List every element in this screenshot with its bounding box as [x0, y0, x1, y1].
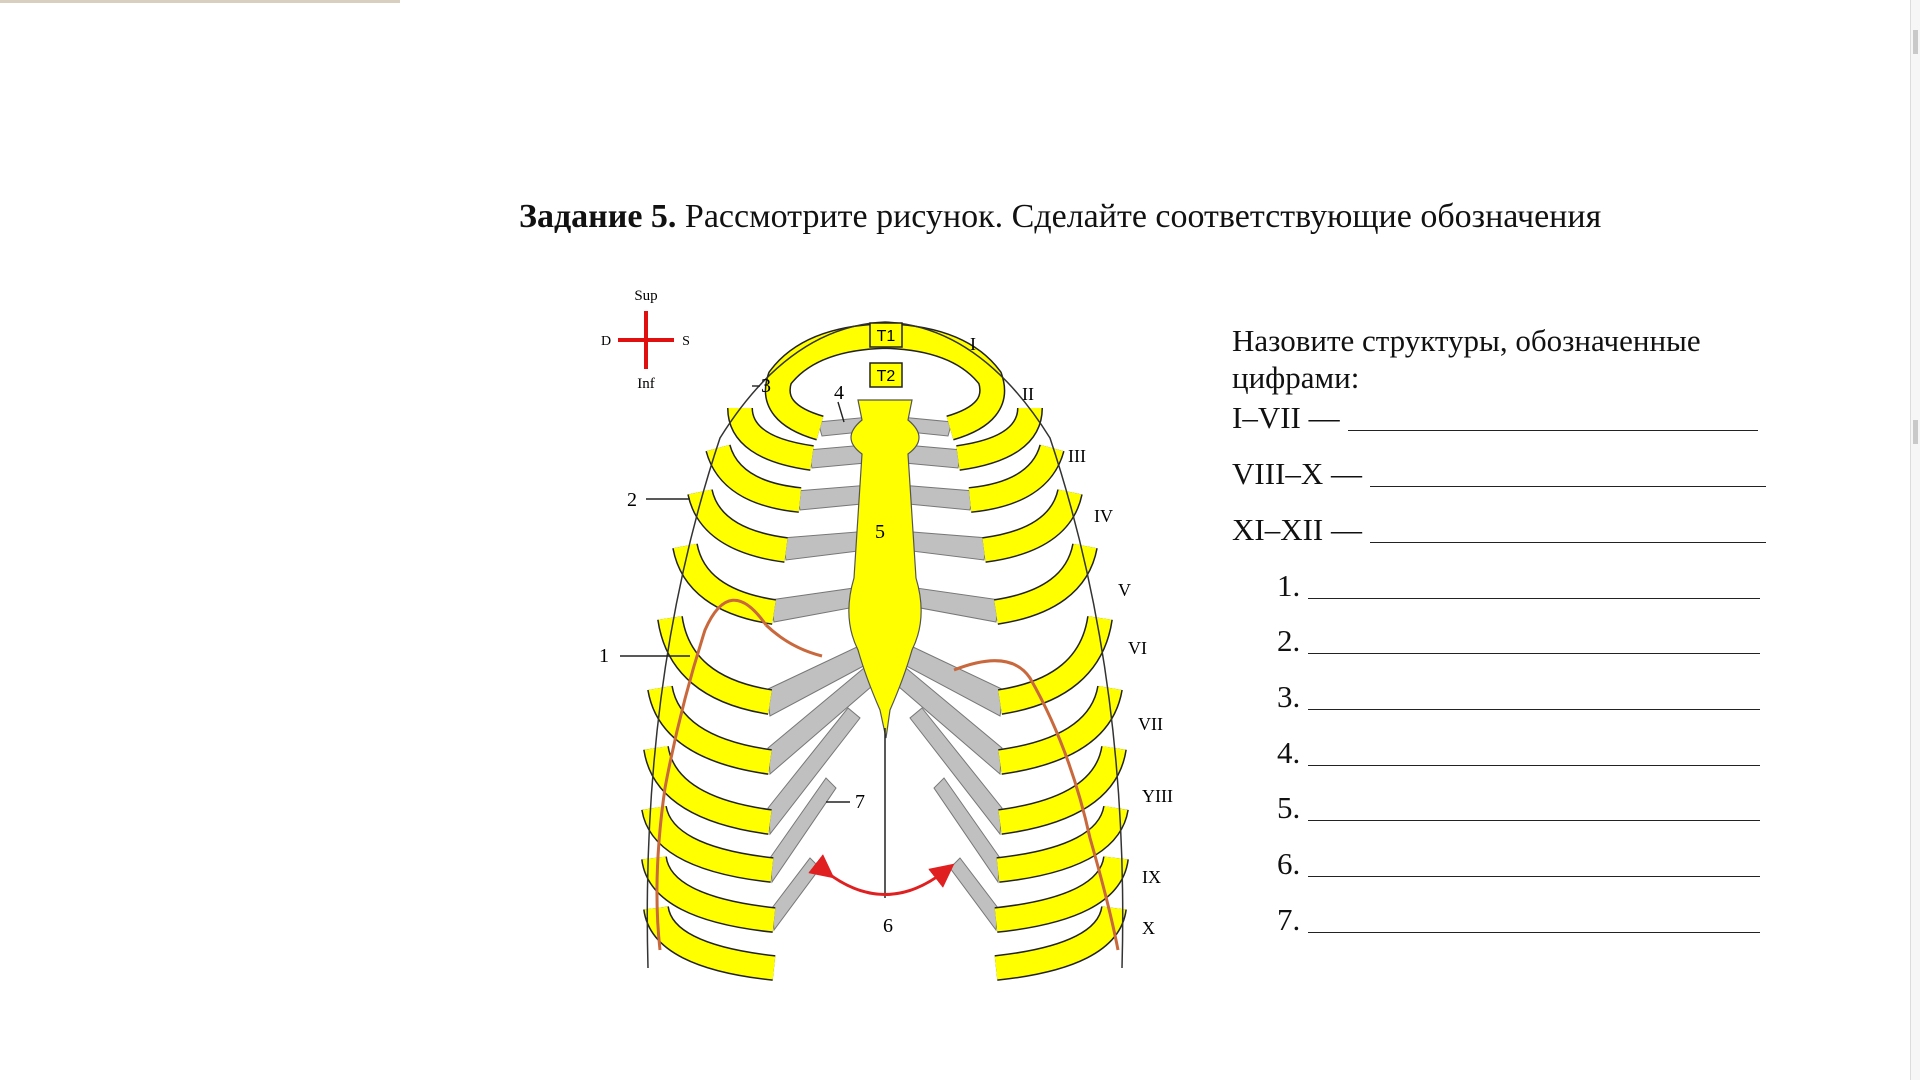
rib-right-9: [996, 805, 1128, 882]
rib-right-7: [998, 685, 1122, 774]
rib-numeral-9: IX: [1142, 867, 1161, 887]
callout-7: 7: [855, 791, 865, 813]
rib-left-6: [658, 615, 772, 714]
rib-left-3: [706, 444, 802, 512]
window-edge-top: [0, 0, 400, 3]
rib-cage-figure: Sup Inf D S: [599, 288, 1173, 981]
sternum: [848, 399, 922, 739]
scrollbar-thumb[interactable]: [1913, 420, 1918, 444]
rib-left-9: [642, 805, 774, 882]
numbered-row-2: 2.: [1277, 623, 1761, 659]
compass-sup-label: Sup: [634, 288, 657, 304]
vertebra-t1-label: T1: [877, 328, 896, 345]
answer-line-1[interactable]: [1308, 597, 1761, 599]
rib-numeral-5: V: [1118, 580, 1131, 600]
rib-numerals: I II III IV V VI VII YIII IX X: [970, 334, 1173, 938]
numbered-label-4: 4.: [1277, 735, 1301, 770]
rib-left-8: [644, 745, 772, 834]
callout-line-4: [837, 401, 845, 423]
answer-line-5[interactable]: [1308, 819, 1761, 821]
answer-line-6[interactable]: [1308, 875, 1761, 877]
task-number: Задание 5.: [519, 198, 677, 235]
rib-numeral-10: X: [1142, 918, 1155, 938]
orientation-compass: Sup Inf D S: [601, 288, 690, 392]
callout-6: 6: [883, 915, 893, 937]
answer-line-7[interactable]: [1308, 931, 1761, 933]
group-label-2: VIII–X —: [1232, 456, 1362, 491]
rib-left-2: [728, 407, 814, 470]
numbered-label-6: 6.: [1277, 846, 1301, 881]
numbered-label-1: 1.: [1277, 568, 1301, 603]
numbered-row-4: 4.: [1277, 735, 1761, 771]
artery-left: [655, 598, 768, 951]
numbered-label-3: 3.: [1277, 679, 1301, 714]
answer-line-group-1[interactable]: [1347, 429, 1758, 431]
rib-right-4: [982, 488, 1082, 562]
callout-5: 5: [875, 521, 885, 543]
answer-line-4[interactable]: [1308, 764, 1761, 766]
answer-line-group-3[interactable]: [1370, 541, 1766, 543]
rib-numeral-6: VI: [1128, 638, 1147, 658]
group-row-1: I–VII —: [1232, 400, 1758, 436]
compass-right-label: S: [682, 334, 690, 349]
rib-left-5: [673, 543, 776, 624]
callout-4: 4: [834, 382, 844, 404]
panel-title: Назовите структуры, обозначенные цифрами…: [1232, 323, 1701, 395]
compass-inf-label: Inf: [637, 376, 655, 392]
scrollbar-button-up[interactable]: [1913, 30, 1918, 54]
infrasternal-angle-arc: [808, 854, 955, 896]
group-row-2: VIII–X —: [1232, 456, 1766, 492]
answer-line-group-2[interactable]: [1370, 485, 1766, 487]
group-row-3: XI–XII —: [1232, 512, 1766, 548]
rib-left-7: [648, 685, 772, 774]
scrollbar[interactable]: [1910, 0, 1920, 1080]
rib-numeral-7: VII: [1138, 714, 1163, 734]
group-label-1: I–VII —: [1232, 400, 1340, 435]
rib-numeral-4: IV: [1094, 506, 1113, 526]
task-heading: Задание 5. Рассмотрите рисунок. Сделайте…: [519, 198, 1601, 236]
rib-right-5: [994, 543, 1097, 624]
callout-lines: [620, 385, 850, 803]
rib-right-10: [994, 855, 1128, 932]
cartilage-right-8: [909, 707, 1003, 836]
callout-labels: 1 2 3 4 5 6 7: [599, 375, 893, 937]
callout-3: 3: [761, 375, 771, 397]
numbered-row-5: 5.: [1277, 790, 1761, 826]
rib-numeral-8: YIII: [1142, 786, 1173, 806]
rib-right-6: [998, 615, 1112, 714]
vertebra-t2-label: T2: [877, 368, 896, 385]
artery-left-branch: [764, 623, 823, 658]
callout-1: 1: [599, 645, 609, 667]
thorax-outline: [646, 321, 1124, 969]
rib-numeral-3: III: [1068, 446, 1086, 466]
callout-2: 2: [627, 489, 637, 511]
answer-panel: Назовите структуры, обозначенные цифрами…: [1232, 322, 1772, 396]
rib-right-3: [968, 444, 1064, 512]
vertebra-t1: [869, 322, 903, 348]
numbered-row-7: 7.: [1277, 902, 1761, 938]
rib-right-2: [956, 407, 1042, 470]
numbered-label-7: 7.: [1277, 902, 1301, 937]
rib-left-4: [688, 488, 788, 562]
numbered-label-2: 2.: [1277, 623, 1301, 658]
artery-right: [953, 659, 1120, 951]
rib-numeral-1: I: [970, 334, 976, 354]
numbered-row-6: 6.: [1277, 846, 1761, 882]
answer-line-3[interactable]: [1308, 708, 1761, 710]
rib-numeral-2: II: [1022, 384, 1034, 404]
numbered-label-5: 5.: [1277, 790, 1301, 825]
group-label-3: XI–XII —: [1232, 512, 1362, 547]
compass-left-label: D: [601, 334, 611, 349]
cartilage-right-9: [933, 777, 1001, 884]
numbered-row-3: 3.: [1277, 679, 1761, 715]
vertebra-t2: [869, 362, 903, 388]
numbered-row-1: 1.: [1277, 568, 1761, 604]
task-text: Рассмотрите рисунок. Сделайте соответств…: [676, 198, 1602, 235]
answer-line-2[interactable]: [1308, 652, 1761, 654]
